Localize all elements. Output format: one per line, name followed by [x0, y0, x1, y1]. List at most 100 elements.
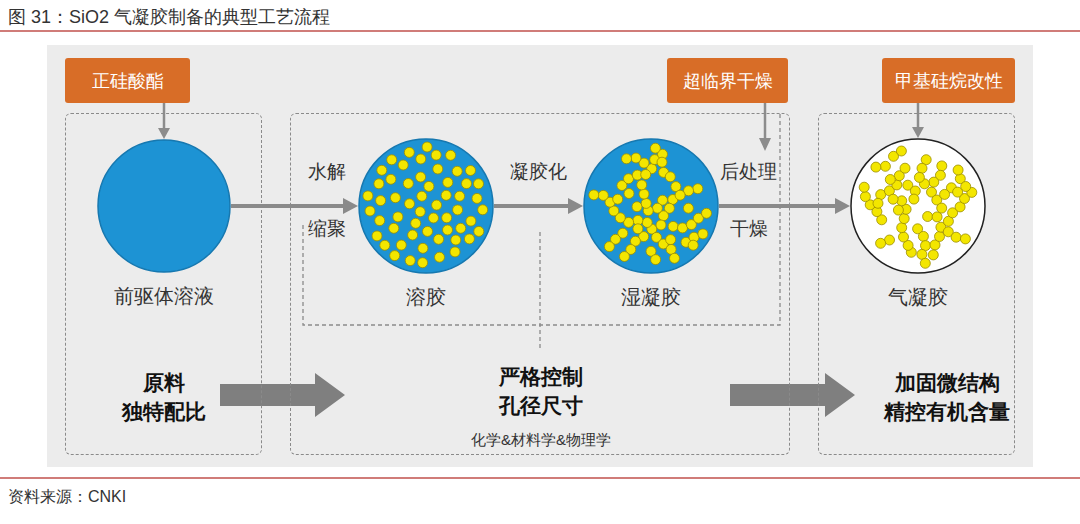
particle: [666, 235, 676, 245]
tag-text: 甲基硅烷改性: [895, 69, 1003, 93]
stage-summary: 原料 独特配比: [122, 368, 206, 427]
particle: [923, 212, 933, 222]
particle: [928, 250, 938, 260]
stage-summary: 严格控制 孔径尺寸: [499, 362, 583, 421]
dashed-guide: [303, 113, 780, 348]
particle: [466, 166, 476, 176]
particle: [698, 229, 708, 239]
particle: [960, 234, 970, 244]
particle: [951, 232, 961, 242]
particle: [876, 238, 886, 248]
flow-arrow: [494, 198, 583, 214]
particle: [472, 193, 482, 203]
particle: [860, 192, 870, 202]
particle: [417, 191, 427, 201]
particle: [631, 153, 641, 163]
particle: [953, 165, 963, 175]
particle: [405, 256, 415, 266]
flow-arrow: [158, 103, 170, 139]
particle: [390, 193, 400, 203]
particle: [668, 221, 678, 231]
particle: [633, 224, 643, 234]
particle: [451, 235, 461, 245]
particle: [935, 232, 945, 242]
particle: [917, 163, 927, 173]
state-label: 气凝胶: [888, 284, 948, 311]
particle: [365, 206, 375, 216]
process-tag: 超临界干燥: [667, 58, 788, 103]
particle: [415, 207, 425, 217]
process-tag: 甲基硅烷改性: [882, 58, 1015, 103]
particle: [909, 194, 919, 204]
particle: [390, 251, 400, 261]
particle: [683, 203, 693, 213]
particle: [398, 160, 408, 170]
reagent-tag: 正硅酸酯: [65, 58, 190, 103]
particle: [450, 247, 460, 257]
stage-region: 加固微结构 精控有机含量气凝胶: [818, 113, 1015, 455]
particle: [932, 212, 942, 222]
edge-side-label: 缩聚: [306, 216, 348, 242]
particle: [639, 189, 649, 199]
particle: [434, 234, 444, 244]
edge-label: 水解: [306, 159, 348, 185]
particle: [464, 234, 474, 244]
particle: [452, 166, 462, 176]
particle: [900, 163, 910, 173]
particle: [424, 181, 434, 191]
particle: [896, 146, 906, 156]
particle: [462, 179, 472, 189]
particle: [929, 177, 939, 187]
particle: [871, 162, 881, 172]
particle: [363, 191, 373, 201]
particle: [899, 214, 909, 224]
pointer-arrow: [759, 103, 771, 151]
particle: [665, 172, 675, 182]
particle: [422, 142, 432, 152]
particle: [678, 223, 688, 233]
particle: [897, 223, 907, 233]
particle: [859, 182, 869, 192]
stage-arrow: [730, 373, 855, 417]
particle: [403, 179, 413, 189]
particle: [953, 187, 963, 197]
particle: [416, 172, 426, 182]
particle-figure: [358, 138, 494, 274]
flow-arrow: [719, 198, 850, 214]
particle: [411, 218, 421, 228]
edge-label: 后处理: [718, 159, 779, 185]
panel-background: [47, 45, 1033, 467]
particle: [377, 165, 387, 175]
particle: [455, 191, 465, 201]
state-label: 前驱体溶液: [114, 283, 214, 310]
edge-label: 凝胶化: [508, 159, 569, 185]
particle: [387, 155, 397, 165]
particle: [940, 189, 950, 199]
particle: [372, 231, 382, 241]
particle: [885, 175, 895, 185]
particle: [441, 190, 451, 200]
tag-text: 超临界干燥: [683, 69, 773, 93]
particle: [393, 212, 403, 222]
particle: [613, 194, 623, 204]
particle: [466, 216, 476, 226]
particle: [429, 213, 439, 223]
circle-outline: [851, 139, 985, 273]
particle: [589, 190, 599, 200]
particle: [641, 198, 651, 208]
particle: [389, 223, 399, 233]
particle: [478, 205, 488, 215]
particle: [937, 203, 947, 213]
particle: [431, 150, 441, 160]
particle: [888, 194, 898, 204]
particle: [374, 179, 384, 189]
particle: [433, 164, 443, 174]
wet-gel-circle: 湿凝胶: [583, 138, 719, 274]
particle: [880, 161, 890, 171]
state-label: 湿凝胶: [621, 284, 681, 311]
particle-figure: [97, 139, 231, 273]
particle: [642, 218, 652, 228]
particle: [446, 150, 456, 160]
circle-outline: [584, 139, 718, 273]
particle: [917, 249, 927, 259]
